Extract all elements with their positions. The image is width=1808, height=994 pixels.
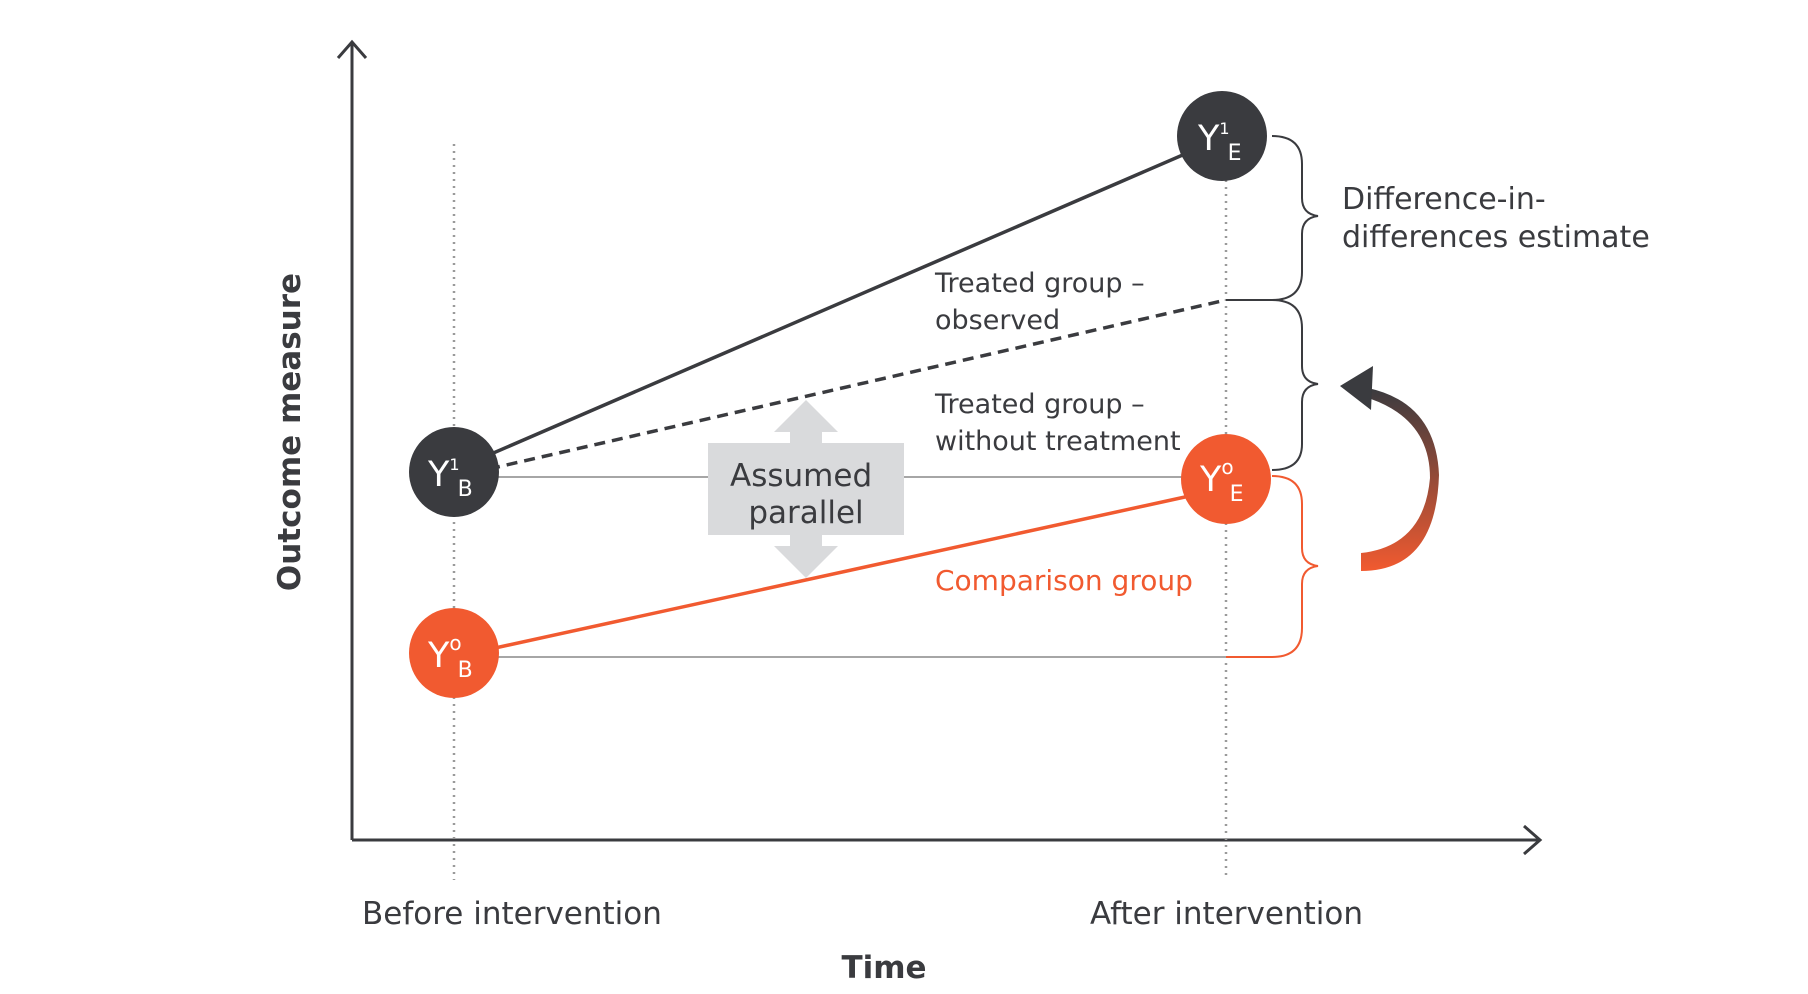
did-estimate-line-2: differences estimate — [1342, 220, 1650, 255]
treated-observed-line-1: Treated group – — [934, 268, 1145, 299]
counterfactual-gap-brace — [1226, 299, 1319, 471]
treated-counterfactual-line — [453, 298, 1227, 479]
node-y1-end-sub: E — [1228, 141, 1242, 166]
treated-without-line-1: Treated group – — [934, 389, 1145, 420]
node-y0-end-circle — [1181, 434, 1271, 524]
node-y1-before-sup: 1 — [449, 455, 459, 474]
node-y1-before-circle — [409, 427, 499, 517]
treated-observed-line — [453, 136, 1223, 472]
up-arrow — [774, 400, 838, 447]
did-estimate-label: Difference-in- differences estimate — [1342, 182, 1650, 255]
comparison-group-line — [453, 486, 1227, 659]
node-y0-before-circle — [409, 608, 499, 698]
x-tick-after: After intervention — [1090, 896, 1363, 932]
assumed-parallel-line-1: Assumed — [730, 458, 872, 494]
axes — [336, 39, 1543, 856]
x-tick-before: Before intervention — [362, 896, 662, 932]
node-y1-before-main: Y — [427, 455, 450, 495]
treated-without-line-2: without treatment — [935, 426, 1181, 457]
node-y0-before-sub: B — [458, 658, 473, 683]
assumed-parallel-indicator: Assumed parallel — [708, 400, 904, 578]
comparison-group-label: Comparison group — [935, 564, 1193, 597]
treated-without-treatment-label: Treated group – without treatment — [934, 389, 1181, 457]
assumed-parallel-box — [708, 443, 904, 535]
comparison-change-brace — [1226, 475, 1319, 658]
node-y0-before-sup: o — [449, 631, 461, 655]
node-y1-end-sup: 1 — [1219, 119, 1229, 138]
x-axis-title: Time — [841, 950, 926, 986]
treated-observed-label: Treated group – observed — [934, 268, 1153, 336]
x-axis-arrowhead — [1523, 824, 1543, 856]
y-axis-title: Outcome measure — [272, 273, 308, 591]
node-y1-before-sub: B — [458, 477, 473, 502]
node-y0-end-main: Y — [1199, 460, 1222, 500]
did-estimate-line-1: Difference-in- — [1342, 182, 1546, 217]
down-arrow — [774, 530, 838, 578]
treated-observed-line-2: observed — [935, 305, 1060, 336]
curved-arrow-head — [1340, 366, 1373, 410]
node-y1-end-circle — [1177, 91, 1267, 181]
y-axis-arrowhead — [336, 39, 368, 59]
did-estimate-brace — [1271, 135, 1319, 301]
curved-arrow-body — [1361, 388, 1439, 571]
node-y1-end-main: Y — [1197, 119, 1220, 159]
node-y0-end-sub: E — [1230, 482, 1244, 507]
curved-transfer-arrow — [1340, 366, 1439, 571]
node-y0-before-main: Y — [427, 636, 450, 676]
assumed-parallel-label: Assumed parallel — [730, 458, 882, 531]
node-y0-end-sup: o — [1221, 455, 1233, 479]
assumed-parallel-line-2: parallel — [748, 495, 863, 531]
